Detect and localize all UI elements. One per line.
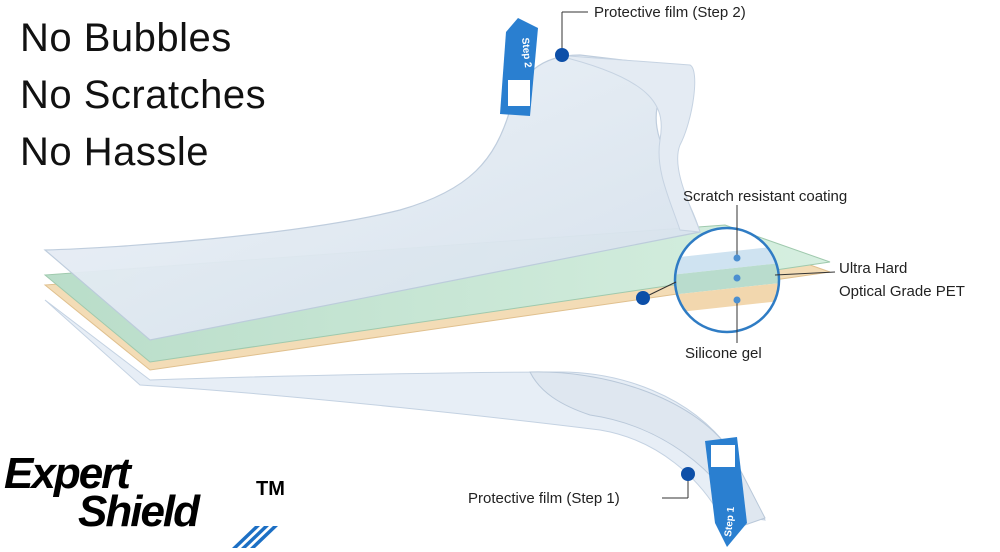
headline-no-bubbles: No Bubbles [20,16,232,60]
layer-pointer-dot [636,291,650,305]
step2-tab: Step 2 [500,18,538,116]
label-step1-film: Protective film (Step 1) [468,490,620,507]
label-ultra-hard: Ultra Hard [839,260,908,277]
label-optical-pet: Optical Grade PET [839,283,965,300]
gel-dot [733,296,741,304]
scratch-dot [733,254,741,262]
step1-tab: Step 1 [705,437,747,547]
pet-dot [733,274,741,282]
step1-pointer-dot [681,467,695,481]
step2-tab-label: Step 2 [519,37,533,68]
top-film-back [554,54,701,233]
label-scratch-coating: Scratch resistant coating [683,188,848,205]
headline-no-scratches: No Scratches [20,73,267,117]
headline-no-hassle: No Hassle [20,130,210,174]
step2-pointer-dot [555,48,569,62]
logo-shield: Shield [78,487,200,536]
logo-expert: Expert [4,449,131,498]
logo-stripes [232,526,278,548]
label-silicone-gel: Silicone gel [685,345,762,362]
logo-trademark: TM [256,478,285,500]
label-step2-film: Protective film (Step 2) [594,4,746,21]
layer-zoom-circle [673,226,781,334]
step1-tab-label: Step 1 [723,506,737,537]
